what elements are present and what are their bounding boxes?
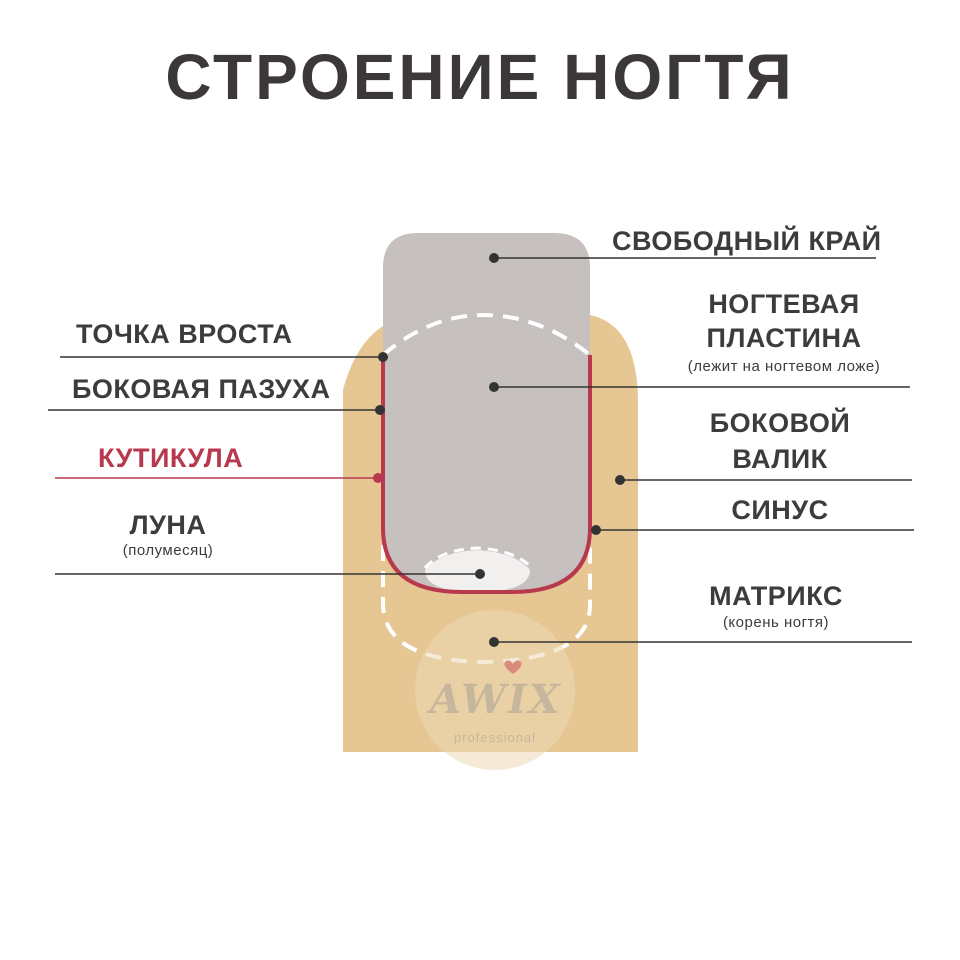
label-sinus: СИНУС (731, 495, 829, 525)
label-free-edge: СВОБОДНЫЙ КРАЙ (612, 226, 882, 256)
cuticle-line (381, 355, 592, 594)
label-nail-plate-note: (лежит на ногтевом ложе) (687, 358, 881, 375)
label-nail-plate-line1: НОГТЕВАЯ (708, 289, 860, 319)
dot-sinus (591, 525, 601, 535)
label-lateral-fold-line1: БОКОВОЙ (709, 408, 851, 438)
dot-nail-plate (489, 382, 499, 392)
label-matrix-note: (корень ногтя) (722, 614, 830, 631)
dot-lateral-fold (615, 475, 625, 485)
label-lunula: ЛУНА (129, 510, 207, 540)
lunula-dashed-outline (423, 546, 534, 570)
logo-heart-icon (504, 660, 522, 674)
dot-cuticle (373, 473, 383, 483)
nail-plate (383, 233, 590, 592)
label-lateral-fold-line2: ВАЛИК (732, 444, 828, 474)
dot-growth-point (378, 352, 388, 362)
page-title: СТРОЕНИЕ НОГТЯ (165, 41, 795, 113)
dot-lunula (475, 569, 485, 579)
nail-bed-dashed-outline (381, 312, 592, 357)
label-growth-point: ТОЧКА ВРОСТА (76, 319, 293, 349)
dot-free-edge (489, 253, 499, 263)
label-cuticle: КУТИКУЛА (98, 443, 244, 473)
dot-lateral-sinus (375, 405, 385, 415)
logo-tagline: professional (453, 730, 537, 745)
label-nail-plate-line2: ПЛАСТИНА (706, 323, 862, 353)
dot-matrix (489, 637, 499, 647)
logo-watermark-circle (415, 610, 575, 770)
logo-name: AWIX (430, 676, 562, 723)
label-lunula-note: (полумесяц) (122, 542, 214, 559)
label-matrix: МАТРИКС (709, 581, 843, 611)
label-lateral-sinus: БОКОВАЯ ПАЗУХА (72, 374, 331, 404)
